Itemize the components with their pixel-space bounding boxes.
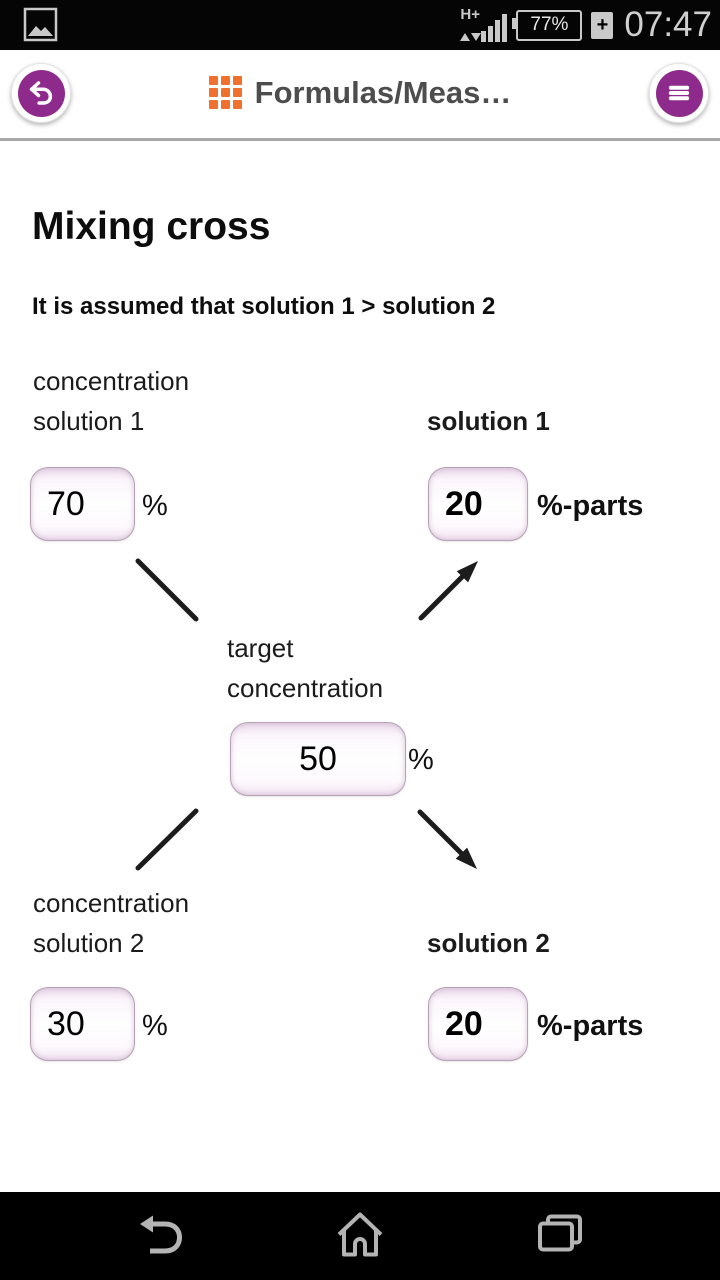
solution2-parts-output: 20 [428,987,528,1061]
battery-level-label: 77% [530,14,569,35]
mixing-cross-page: Mixing cross It is assumed that solution… [0,141,720,1192]
target-label-line2: concentration [227,673,384,703]
grid-3x3-icon [208,76,242,109]
network-signal-icon: H+ [459,6,508,43]
target-concentration-unit: % [408,744,434,776]
solution1-concentration-unit: % [142,490,168,522]
solution2-concentration-input[interactable] [30,987,135,1061]
header-title-label: Formulas/Meas… [254,74,512,110]
solution2-parts-unit: %-parts [537,1010,644,1042]
solution2-concentration-label-line2: solution 2 [33,928,145,958]
solution1-parts-unit: %-parts [537,490,644,522]
hamburger-menu-icon [668,85,690,101]
solution1-parts-output: 20 [428,467,528,541]
app-header: Formulas/Meas… [0,50,720,141]
target-concentration-input[interactable] [230,722,406,796]
arrow-center-to-parts2 [417,809,465,857]
data-activity-icon [460,33,482,41]
network-type-label: H+ [460,6,480,23]
picture-notification-icon [23,7,58,42]
assumption-note: It is assumed that solution 1 > solution… [32,293,496,320]
nav-back-button[interactable] [130,1208,190,1265]
status-bar: H+ 77% + 07:47 [0,0,720,50]
nav-recents-button[interactable] [530,1208,590,1265]
solution2-concentration-label-line1: concentration [33,888,190,918]
back-arrow-icon [140,1215,183,1254]
header-title: Formulas/Meas… [0,50,720,135]
recent-apps-icon [538,1214,582,1252]
solution1-concentration-label-line2: solution 1 [33,406,145,436]
menu-button[interactable] [649,63,709,123]
arrow-center-to-parts1 [418,573,466,621]
arrowhead-parts2 [455,847,477,869]
android-nav-bar [0,1192,720,1280]
page-title: Mixing cross [32,205,271,248]
undo-arrow-icon [29,81,53,105]
line-solution1-to-center [135,558,199,622]
solution2-parts-label: solution 2 [427,928,550,958]
solution1-concentration-input[interactable] [30,467,135,541]
status-clock: 07:47 [624,5,712,44]
line-solution2-to-center [135,808,199,871]
nav-home-button[interactable] [329,1206,391,1267]
back-button[interactable] [11,63,71,123]
target-label-line1: target [227,633,294,663]
signal-bars-icon [481,14,508,42]
solution2-concentration-unit: % [142,1010,168,1042]
arrowhead-parts1 [456,561,478,583]
home-icon [337,1212,383,1257]
battery-charging-icon: + [591,11,614,39]
solution1-concentration-label-line1: concentration [33,366,190,396]
solution1-parts-label: solution 1 [427,406,550,436]
battery-icon: 77% [512,9,583,41]
